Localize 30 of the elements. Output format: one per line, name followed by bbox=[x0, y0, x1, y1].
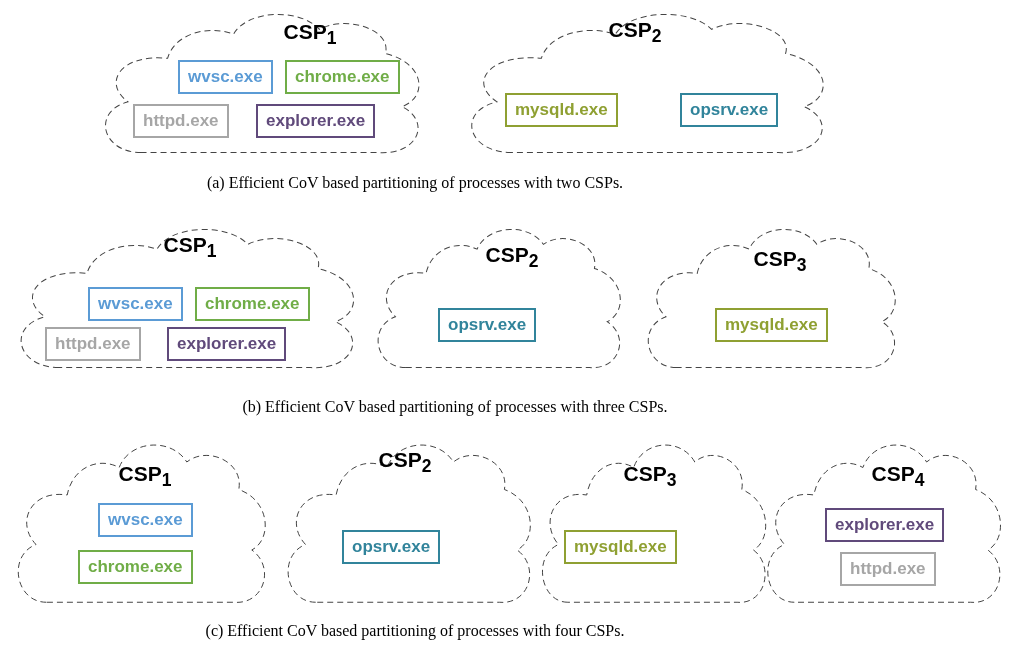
process-box: explorer.exe bbox=[825, 508, 945, 542]
subfigure-caption: (a) Efficient CoV based partitioning of processes with two CSPs. bbox=[206, 174, 624, 192]
process-box: mysqld.exe bbox=[564, 530, 677, 564]
cloud-title: CSP$_{3}$ bbox=[753, 247, 807, 277]
process-box: explorer.exe bbox=[256, 104, 376, 138]
subfigure-caption: (c) Efficient CoV based partitioning of processes with four CSPs. bbox=[205, 622, 625, 640]
process-box: wvsc.exe bbox=[98, 503, 193, 537]
process-box: chrome.exe bbox=[285, 60, 400, 94]
process-box: httpd.exe bbox=[133, 104, 229, 138]
process-box: wvsc.exe bbox=[88, 287, 183, 321]
subfigure-caption: (b) Efficient CoV based partitioning of processes with three CSPs. bbox=[242, 398, 668, 416]
process-box: mysqld.exe bbox=[715, 308, 828, 342]
cloud-title: CSP$_{1}$ bbox=[163, 233, 217, 263]
cloud-title: CSP$_{2}$ bbox=[485, 243, 539, 273]
process-box: httpd.exe bbox=[840, 552, 936, 586]
process-box: chrome.exe bbox=[78, 550, 193, 584]
process-box: httpd.exe bbox=[45, 327, 141, 361]
cloud-title: CSP$_{2}$ bbox=[608, 18, 662, 48]
process-box: opsrv.exe bbox=[342, 530, 441, 564]
process-box: opsrv.exe bbox=[438, 308, 537, 342]
process-box: explorer.exe bbox=[167, 327, 287, 361]
cloud-title: CSP$_{1}$ bbox=[118, 462, 172, 492]
cloud-title: CSP$_{2}$ bbox=[378, 448, 432, 478]
process-box: wvsc.exe bbox=[178, 60, 273, 94]
process-box: opsrv.exe bbox=[680, 93, 779, 127]
process-box: chrome.exe bbox=[195, 287, 310, 321]
cloud-title: CSP$_{3}$ bbox=[623, 462, 677, 492]
cloud-title: CSP$_{4}$ bbox=[871, 462, 925, 492]
process-box: mysqld.exe bbox=[505, 93, 618, 127]
cloud-title: CSP$_{1}$ bbox=[283, 20, 337, 50]
